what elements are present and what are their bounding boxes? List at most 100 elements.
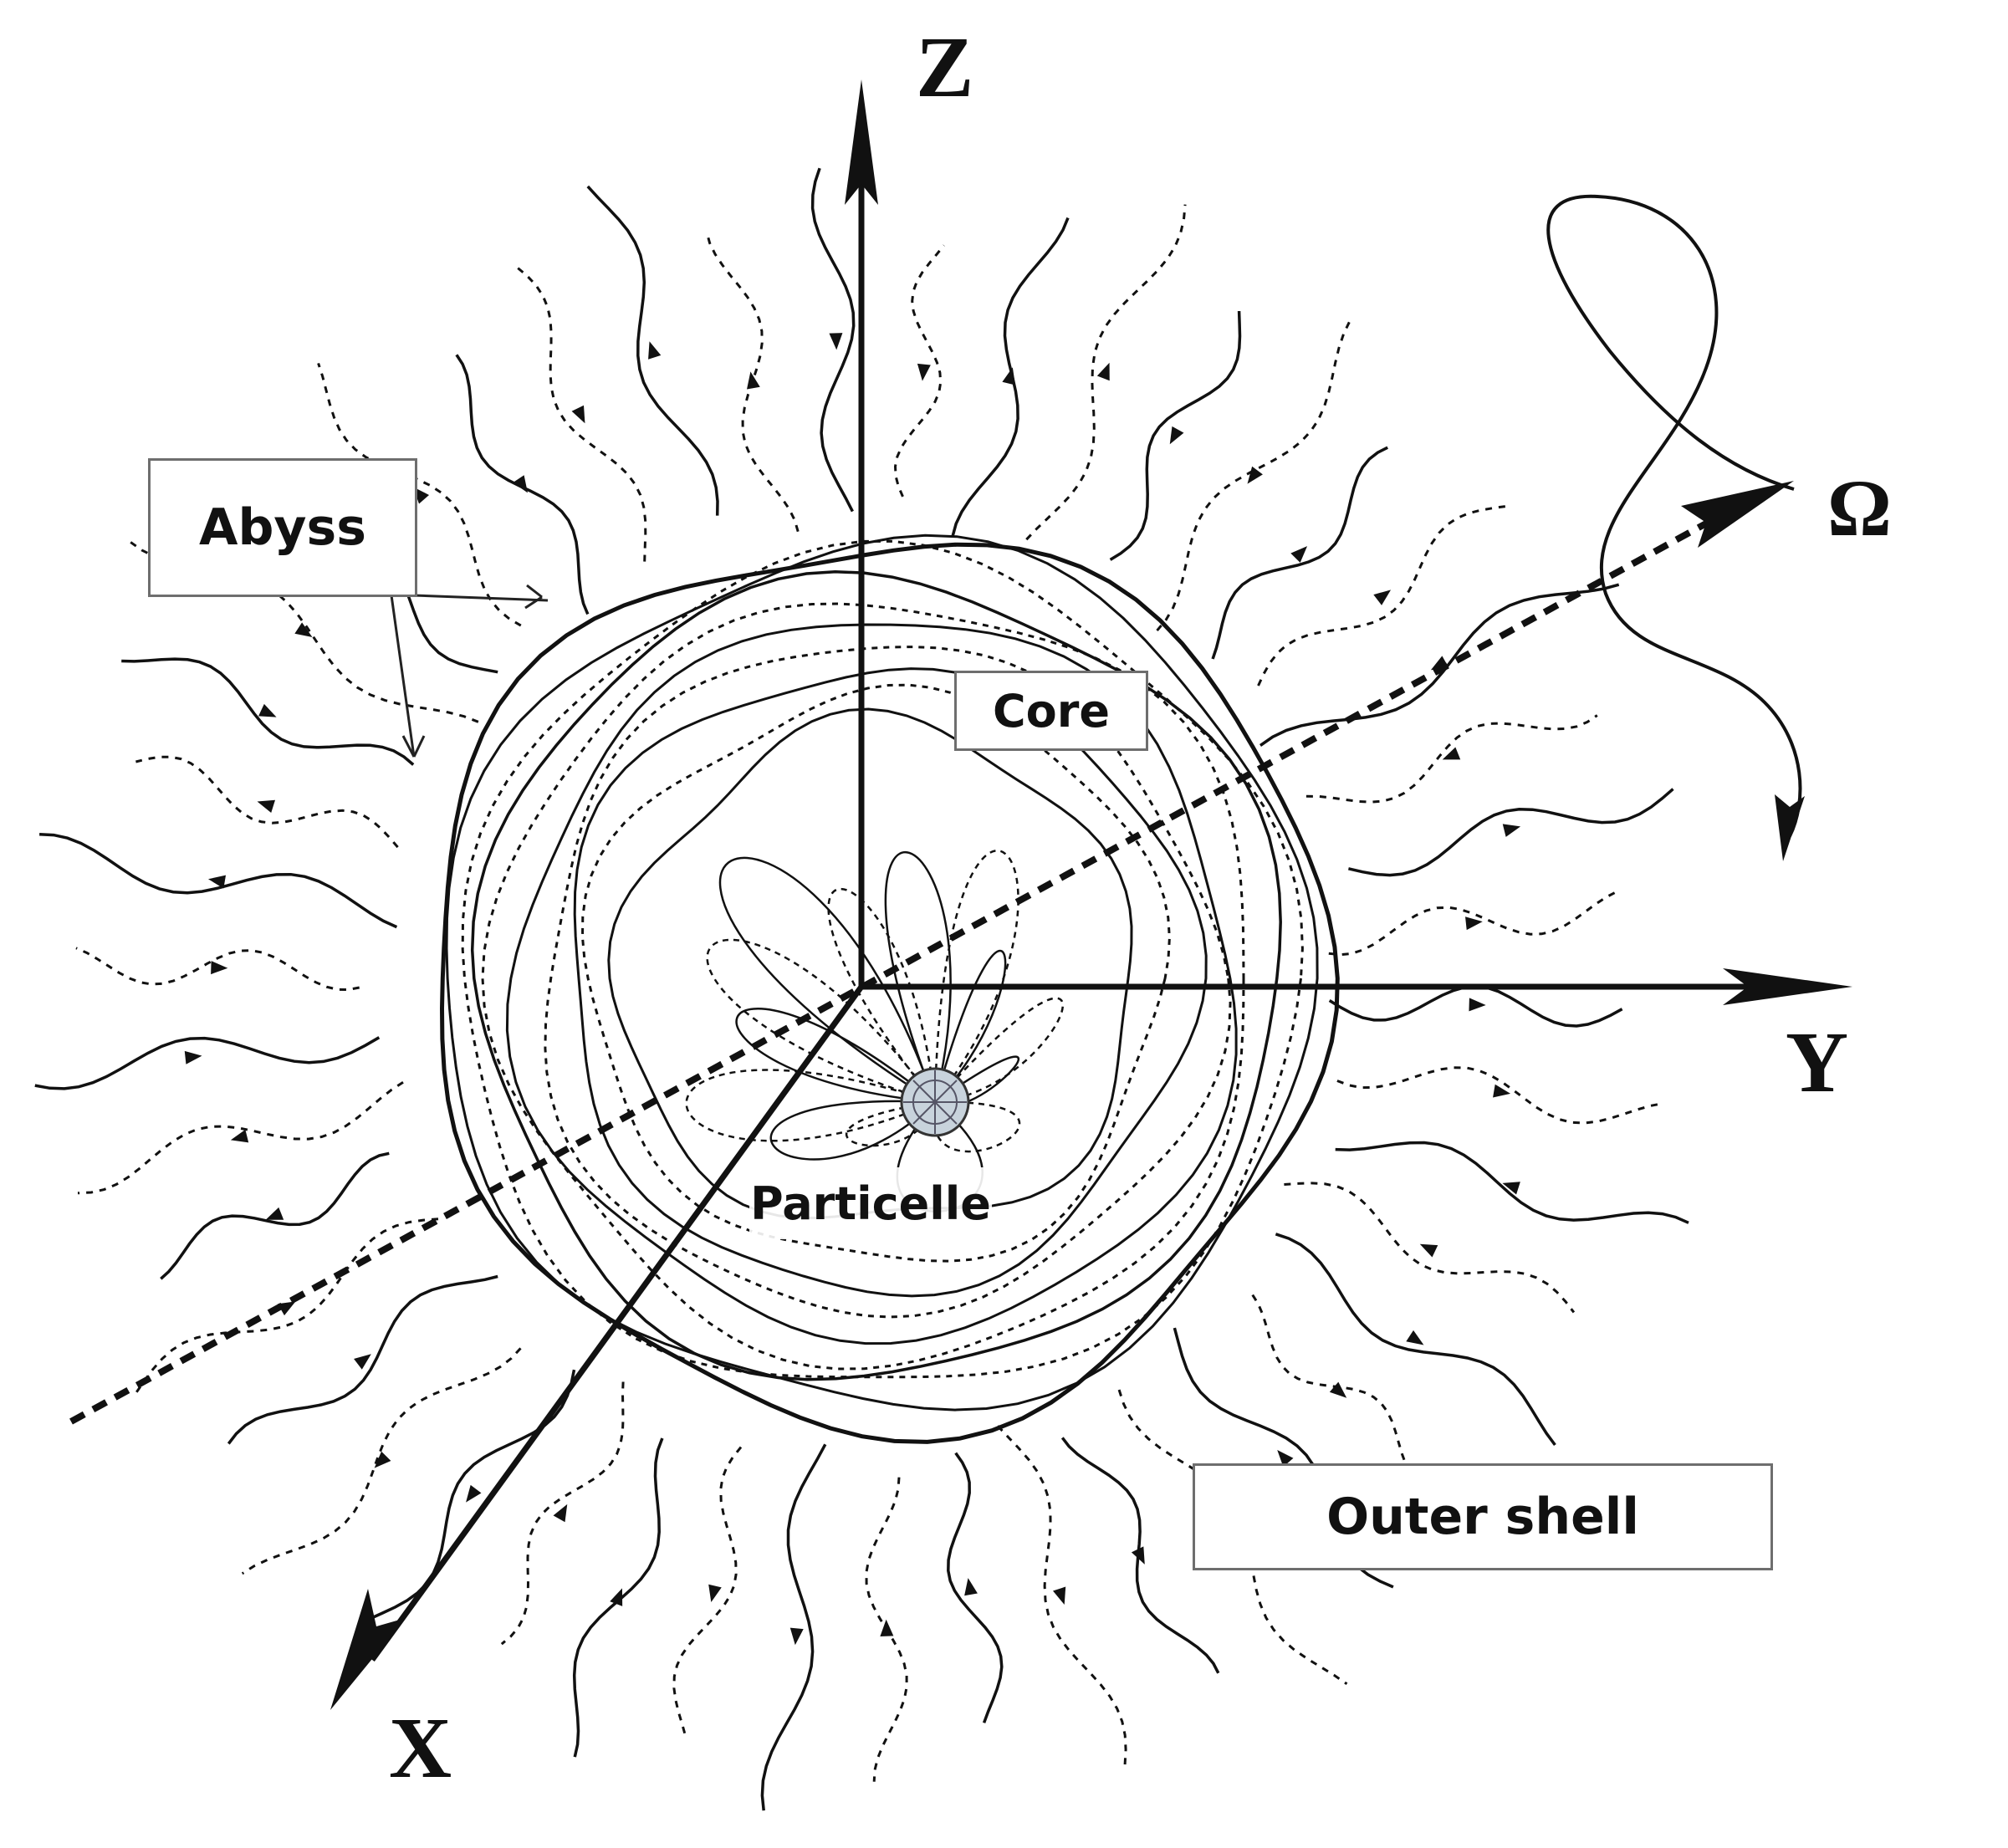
streamline-arrow xyxy=(648,341,662,360)
z-axis-label: Z xyxy=(916,19,973,115)
streamline-arrow xyxy=(747,371,760,390)
shell-streamline xyxy=(75,947,360,992)
streamline-arrow xyxy=(553,1503,568,1523)
shell-streamline xyxy=(996,1425,1127,1765)
core-ring xyxy=(445,533,1319,1412)
core-swirl-loop xyxy=(685,1069,936,1142)
core-swirl-loop xyxy=(934,997,1065,1104)
streamline-arrow xyxy=(278,1301,296,1316)
particle-label: Particelle xyxy=(749,1167,992,1239)
core-label: Core xyxy=(954,671,1148,751)
shell-streamline xyxy=(1284,1182,1576,1314)
core-swirl-loop xyxy=(884,850,952,1103)
shell-streamline xyxy=(760,1443,827,1811)
omega-axis-arrowhead xyxy=(1681,481,1794,548)
streamline-arrow xyxy=(610,1588,623,1606)
streamline-arrow xyxy=(207,875,227,889)
omega-curve xyxy=(1546,194,1802,837)
streamline-arrow xyxy=(1442,747,1461,760)
streamline-arrow xyxy=(258,703,277,717)
z-axis-arrowhead xyxy=(845,79,878,205)
streamline-arrow xyxy=(230,1129,249,1143)
shell-streamline xyxy=(34,1036,381,1090)
shell-streamline xyxy=(227,1274,498,1445)
shell-streamline xyxy=(1348,788,1674,877)
shell-streamline xyxy=(672,1446,743,1738)
abyss-label: Abyss xyxy=(148,458,417,597)
x-axis xyxy=(370,984,864,1662)
core-ring xyxy=(470,569,1282,1381)
core-ring xyxy=(544,646,1232,1319)
streamline-arrow xyxy=(571,405,585,424)
streamline-arrow xyxy=(1419,1243,1438,1258)
shell-streamline xyxy=(947,1452,1004,1723)
streamline-arrow xyxy=(466,1484,482,1503)
streamline-arrow xyxy=(184,1050,202,1064)
streamline-arrow xyxy=(513,475,528,493)
shell-streamline xyxy=(586,185,719,516)
streamline-arrow xyxy=(265,1207,284,1220)
core-ring xyxy=(439,542,1340,1444)
streamline-arrow xyxy=(374,1451,391,1468)
streamline-arrow xyxy=(1052,1586,1066,1606)
shell-streamline xyxy=(1336,1066,1664,1125)
core-swirl-loop xyxy=(718,856,937,1104)
shell-streamline xyxy=(1275,1233,1556,1447)
core-swirl-loop xyxy=(933,850,1019,1103)
shell-streamline xyxy=(1257,504,1508,687)
streamline-arrow xyxy=(1502,1182,1520,1195)
core-swirl-loop xyxy=(933,949,1007,1103)
streamline-arrow xyxy=(829,333,843,350)
streamline-arrow xyxy=(1502,824,1521,837)
x-axis-arrowhead xyxy=(330,1589,406,1710)
outer-shell-label: Outer shell xyxy=(1193,1463,1773,1570)
streamline-arrow xyxy=(354,1354,371,1370)
streamline-arrow xyxy=(1277,1449,1294,1468)
streamline-arrow xyxy=(917,363,931,381)
core-ring xyxy=(461,539,1304,1379)
shell-streamline xyxy=(160,1151,390,1280)
streamline-arrow xyxy=(1002,367,1015,385)
streamline-arrow xyxy=(294,622,313,637)
shell-streamline xyxy=(1156,320,1351,632)
streamline-arrow xyxy=(1406,1330,1424,1345)
streamline-arrow xyxy=(1469,998,1486,1012)
core-ring xyxy=(481,602,1245,1371)
omega-label: Ω xyxy=(1827,463,1892,553)
shell-streamline xyxy=(893,244,945,498)
streamline-arrow xyxy=(708,1584,722,1603)
particle xyxy=(900,1067,970,1137)
abyss-pointers xyxy=(390,584,549,758)
shell-streamline xyxy=(1025,204,1187,541)
core-swirl-loop xyxy=(706,938,937,1104)
shell-streamline xyxy=(810,167,856,513)
coordinate-axes: Z Y X Ω xyxy=(69,19,1892,1796)
streamline-arrow xyxy=(1096,362,1110,381)
x-axis-label: X xyxy=(389,1700,452,1796)
shell-streamline xyxy=(134,1218,439,1395)
streamline-arrow xyxy=(880,1619,894,1637)
core-swirl-loop xyxy=(932,1100,1021,1153)
core-ring xyxy=(580,683,1171,1263)
shell-streamline xyxy=(1305,714,1598,804)
streamline-arrow xyxy=(1131,1546,1145,1565)
streamline-arrow xyxy=(1465,916,1483,931)
shell-streamline xyxy=(241,1347,522,1575)
core-swirl-loop xyxy=(769,1100,936,1161)
omega-curve-arrowhead xyxy=(1775,794,1805,861)
shell-streamline xyxy=(39,833,398,929)
streamline-arrow xyxy=(1247,466,1263,484)
streamline-arrow xyxy=(211,961,228,975)
shell-streamline xyxy=(135,755,399,849)
shell-streamline xyxy=(500,1381,625,1646)
streamline-arrow xyxy=(789,1627,804,1646)
shell-streamline xyxy=(317,362,522,627)
y-axis-label: Y xyxy=(1786,1014,1848,1110)
core-swirl-loop xyxy=(827,887,937,1103)
shell-streamline xyxy=(1211,446,1388,660)
shell-streamline xyxy=(129,540,479,723)
shell-streamline xyxy=(515,266,647,562)
core-ring xyxy=(505,623,1238,1345)
